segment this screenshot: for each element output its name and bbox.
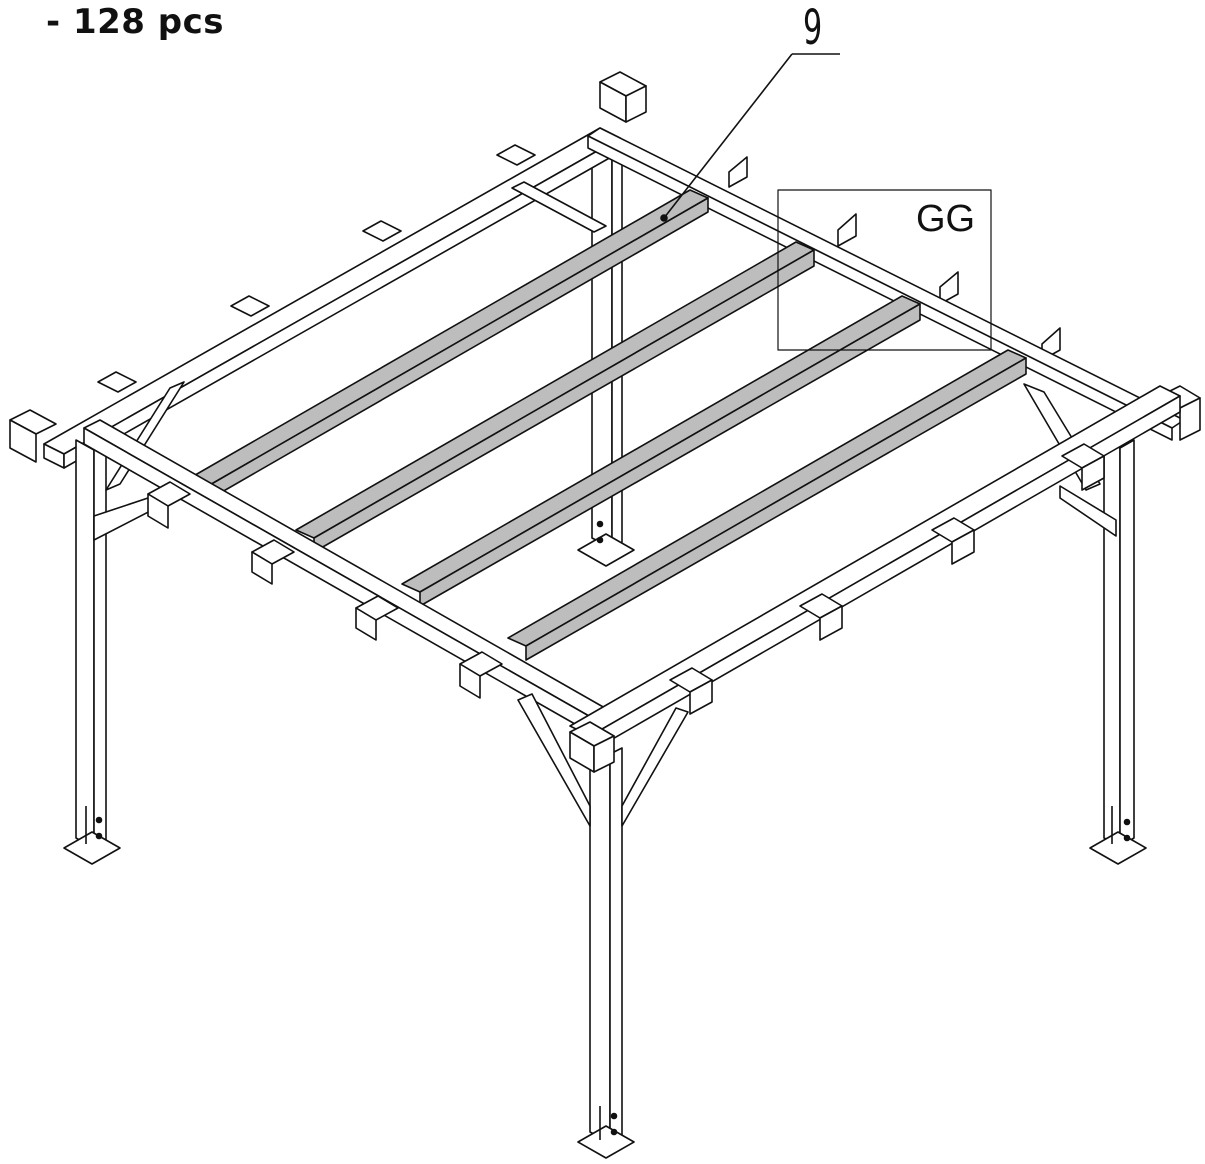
front-left-beam [83,419,613,737]
left-post [63,439,121,865]
highlighted-joists [189,189,1027,661]
rafter-tabs-front-right [669,443,1105,715]
back-right-beam [587,127,1185,441]
rafter-tabs-front-left [147,481,503,699]
front-braces [517,693,689,827]
quantity-text: - 128 pcs [46,2,224,42]
right-post [1089,439,1147,865]
callout-leader [660,53,840,222]
rafter-tabs-back-left [97,144,536,393]
front-corner-cap [569,721,615,773]
detail-view-label: GG [916,198,976,240]
part-number-label: 9 [803,0,823,56]
back-cross-bar [511,181,607,233]
front-post [577,743,635,1159]
beam-end-caps [9,71,1201,463]
detail-box [777,189,992,351]
